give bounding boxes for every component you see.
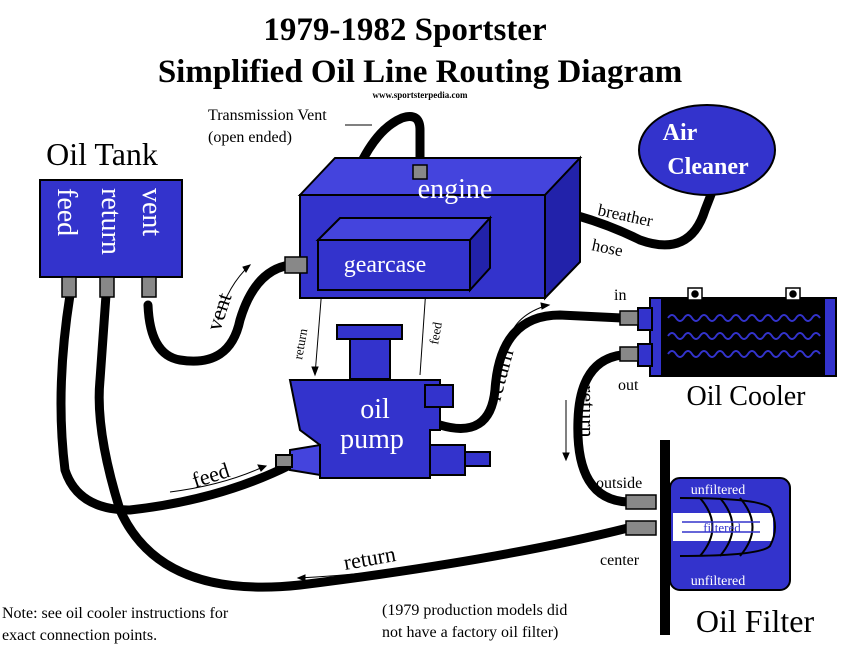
vent-hose — [143, 260, 295, 366]
feed-hose — [56, 290, 295, 515]
oil-tank-port-vent: vent — [136, 188, 167, 236]
production-note-line2: not have a factory oil filter) — [382, 624, 558, 641]
hose-label: hose — [590, 235, 624, 260]
oil-filter-zone-top: unfiltered — [691, 483, 745, 498]
note-line2: exact connection points. — [2, 627, 157, 644]
oil-cooler-label: Oil Cooler — [687, 381, 807, 412]
oil-pump-label-line1: oil — [360, 394, 390, 425]
internal-feed-label: feed — [426, 320, 445, 345]
return-arrow-lower — [297, 564, 431, 579]
oil-cooler-port-in: in — [614, 287, 626, 304]
air-cleaner — [638, 104, 776, 196]
oil-tank-fittings — [61, 276, 157, 298]
return-arrow-lower-head — [296, 574, 306, 582]
feed-arrow-head — [257, 464, 268, 472]
gearcase — [315, 215, 493, 293]
oil-cooler-fittings — [619, 310, 639, 362]
oil-pump-label-line2: pump — [340, 424, 404, 455]
oil-filter-zone-bottom: unfiltered — [691, 574, 745, 589]
vent-line-label: vent — [201, 290, 236, 334]
oil-filter-zone-middle: filtered — [703, 520, 741, 535]
oil-filter-port-center: center — [600, 552, 640, 569]
return-arrow-upper-head — [540, 302, 551, 310]
vent-arrow-head — [242, 264, 252, 273]
air-cleaner-label-line2: Cleaner — [667, 154, 749, 180]
oil-cooler — [637, 297, 837, 377]
return-filter-to-tank-hose — [94, 290, 633, 592]
transmission-vent-hose — [355, 112, 425, 170]
oil-filter-port-outside: outside — [596, 475, 642, 492]
oil-tank-port-feed: feed — [51, 188, 82, 236]
oil-pump — [275, 324, 491, 479]
return-arrow-cooler-head — [562, 452, 570, 462]
note-line1: Note: see oil cooler instructions for — [2, 605, 229, 622]
oil-filter-fittings — [625, 494, 657, 536]
oil-filter-flow-lines — [682, 521, 760, 533]
return-line-label-cooler: return — [575, 385, 600, 438]
oil-filter-mount-plate — [660, 440, 670, 635]
internal-return-arrow-head — [311, 366, 319, 377]
transmission-vent-fitting — [412, 164, 428, 180]
website-label: www.sportsterpedia.com — [373, 90, 468, 100]
transmission-vent-label-line1: Transmission Vent — [208, 107, 327, 124]
internal-return-label: return — [290, 327, 310, 361]
gearcase-vent-fitting — [284, 256, 308, 274]
oil-filter — [669, 477, 791, 591]
oil-filter-label: Oil Filter — [696, 603, 815, 639]
feed-arrow — [169, 465, 266, 493]
oil-tank — [39, 179, 183, 278]
oil-filter-element — [679, 497, 776, 557]
gearcase-label: gearcase — [344, 252, 427, 278]
oil-tank-label: Oil Tank — [46, 136, 158, 172]
title-line1: 1979-1982 Sportster — [263, 12, 546, 48]
title-line2: Simplified Oil Line Routing Diagram — [158, 54, 682, 90]
production-note-line1: (1979 production models did — [382, 602, 567, 619]
return-cooler-to-filter-hose — [573, 350, 633, 507]
return-pump-to-cooler-hose — [435, 310, 627, 433]
oil-cooler-coils — [667, 314, 821, 358]
transmission-vent-label-line2: (open ended) — [208, 129, 292, 146]
engine-label: engine — [418, 174, 493, 205]
oil-cooler-port-out: out — [618, 377, 639, 394]
return-line-label-pump: return — [481, 346, 519, 403]
air-cleaner-label-line1: Air — [663, 120, 698, 146]
oil-tank-port-return: return — [95, 188, 126, 255]
oil-cooler-mounts — [687, 287, 801, 301]
